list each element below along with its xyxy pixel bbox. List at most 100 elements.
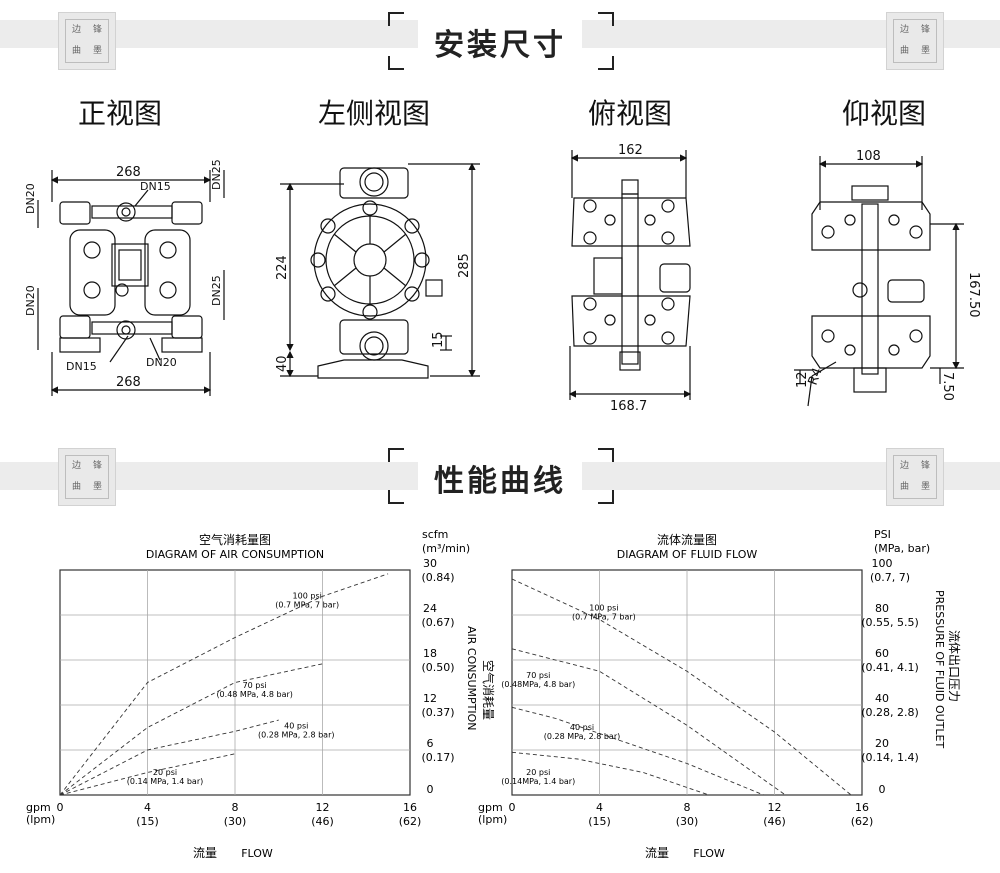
top-view-title: 俯视图 bbox=[588, 97, 673, 130]
y-tick-label-alt: (0.7, 7) bbox=[870, 571, 910, 584]
x-tick-label: 12 bbox=[768, 801, 782, 814]
y-tick-label-alt: (0.41, 4.1) bbox=[861, 661, 919, 674]
y-tick-label: 18 bbox=[423, 647, 437, 660]
dim-bottom-12: 12 bbox=[795, 371, 810, 388]
series-line bbox=[511, 648, 786, 796]
x-tick-label-lpm: (30) bbox=[676, 815, 699, 828]
side-view-title: 左侧视图 bbox=[318, 97, 431, 130]
dim-front-dn15-top: DN15 bbox=[140, 180, 171, 193]
y-tick-label: 12 bbox=[423, 692, 437, 705]
x-label-cn: 流量 bbox=[193, 846, 217, 860]
series-label-sub: (0.7 MPa, 7 bar) bbox=[572, 613, 636, 622]
x-tick-label-lpm: (62) bbox=[399, 815, 422, 828]
series-label-sub: (0.7 MPa, 7 bar) bbox=[275, 601, 339, 610]
bottom-view-title: 仰视图 bbox=[842, 97, 927, 130]
x-unit-bottom: (lpm) bbox=[26, 813, 55, 826]
y-label-cn: 流体出口压力 bbox=[947, 630, 961, 702]
series-label-sub: (0.28 MPa, 2.8 bar) bbox=[544, 732, 621, 741]
dim-front-dn25-right-bottom: DN25 bbox=[210, 275, 223, 306]
y-label: PRESSURE OF FLUID OUTLET bbox=[933, 590, 946, 748]
y-unit-bottom: (m³/min) bbox=[422, 542, 470, 555]
x-tick-label-lpm: (46) bbox=[311, 815, 334, 828]
dim-top-1687: 168.7 bbox=[610, 399, 647, 410]
x-tick-label-lpm: (15) bbox=[588, 815, 611, 828]
series-line bbox=[511, 751, 710, 796]
chart-title: 空气消耗量图 bbox=[199, 532, 271, 547]
series-line bbox=[59, 573, 389, 796]
chart-subtitle: DIAGRAM OF FLUID FLOW bbox=[617, 548, 758, 561]
series-label: 20 psi bbox=[526, 768, 550, 777]
dim-side-15: 15 bbox=[431, 331, 446, 348]
x-tick-label: 16 bbox=[855, 801, 869, 814]
x-tick-label-lpm: (46) bbox=[763, 815, 786, 828]
x-tick-label-lpm: (15) bbox=[136, 815, 159, 828]
series-label: 100 psi bbox=[589, 604, 618, 613]
x-label: FLOW bbox=[241, 847, 273, 860]
bracket-bl bbox=[388, 56, 404, 70]
front-view-drawing bbox=[37, 170, 225, 396]
y-tick-label-alt: (0.84) bbox=[421, 571, 454, 584]
y-tick-label-alt: (0.50) bbox=[421, 661, 454, 674]
y-label-cn: 空气消耗量 bbox=[481, 660, 496, 720]
side-view-drawing bbox=[280, 162, 480, 379]
series-label: 70 psi bbox=[526, 671, 550, 680]
series-label: 100 psi bbox=[293, 592, 322, 601]
dim-front-bottom-width: 268 bbox=[116, 375, 141, 390]
series-line bbox=[59, 719, 279, 796]
series-label: 70 psi bbox=[243, 681, 267, 690]
x-label-cn: 流量 bbox=[645, 846, 669, 860]
series-label: 40 psi bbox=[284, 721, 308, 730]
series-label-sub: (0.14MPa, 1.4 bar) bbox=[501, 777, 575, 786]
seal-badge-right-1: 边锋曲墨 bbox=[886, 12, 944, 70]
bracket2-br bbox=[598, 490, 614, 504]
bracket2-tr bbox=[598, 448, 614, 462]
x-unit-top: gpm bbox=[26, 801, 51, 814]
dim-side-224: 224 bbox=[275, 255, 290, 280]
series-label: 20 psi bbox=[153, 768, 177, 777]
series-label-sub: (0.48 MPa, 4.8 bar) bbox=[216, 690, 293, 699]
bracket2-tl bbox=[388, 448, 404, 462]
section-title-dimensions: 安装尺寸 bbox=[418, 20, 582, 64]
x-tick-label: 8 bbox=[684, 801, 691, 814]
bracket-br bbox=[598, 56, 614, 70]
series-label-sub: (0.14 MPa, 1.4 bar) bbox=[127, 777, 204, 786]
y-tick-label-alt: (0.28, 2.8) bbox=[861, 706, 919, 719]
x-tick-label-lpm: (30) bbox=[224, 815, 247, 828]
bottom-view-drawing bbox=[794, 156, 964, 407]
y-unit-top: PSI bbox=[874, 528, 891, 541]
seal-badge-left-2: 边锋曲墨 bbox=[58, 448, 116, 506]
y-tick-label: 6 bbox=[427, 737, 434, 750]
x-tick-label-lpm: (62) bbox=[851, 815, 874, 828]
x-tick-label: 16 bbox=[403, 801, 417, 814]
series-line bbox=[59, 753, 236, 796]
y-tick-label-alt: (0.37) bbox=[421, 706, 454, 719]
y-unit-top: scfm bbox=[422, 528, 448, 541]
y-tick-label: 100 bbox=[872, 557, 893, 570]
series-label: 40 psi bbox=[570, 723, 594, 732]
y-tick-label-alt: (0.17) bbox=[421, 751, 454, 764]
y-tick-label: 0 bbox=[879, 783, 886, 796]
bracket-tl bbox=[388, 12, 404, 26]
dim-bottom-r4: R4 bbox=[806, 366, 826, 387]
x-tick-label: 4 bbox=[144, 801, 151, 814]
series-label-sub: (0.28 MPa, 2.8 bar) bbox=[258, 730, 335, 739]
seal-badge-right-2: 边锋曲墨 bbox=[886, 448, 944, 506]
y-unit-bottom: (MPa, bar) bbox=[874, 542, 930, 555]
y-tick-label: 40 bbox=[875, 692, 889, 705]
dim-bottom-16750: 167.50 bbox=[966, 272, 981, 318]
dim-front-dn15-bottom: DN15 bbox=[66, 360, 97, 373]
y-tick-label: 24 bbox=[423, 602, 437, 615]
dim-front-dn20-left-bottom: DN20 bbox=[24, 285, 37, 316]
x-unit-bottom: (lpm) bbox=[478, 813, 507, 826]
y-tick-label-alt: (0.14, 1.4) bbox=[861, 751, 919, 764]
y-tick-label-alt: (0.55, 5.5) bbox=[861, 616, 919, 629]
series-label-sub: (0.48MPa, 4.8 bar) bbox=[501, 680, 575, 689]
seal-badge-left-1: 边锋曲墨 bbox=[58, 12, 116, 70]
bracket-tr bbox=[598, 12, 614, 26]
chart-title: 流体流量图 bbox=[657, 533, 717, 547]
y-label: AIR CONSUMPTION bbox=[465, 626, 478, 730]
dim-front-top-width: 268 bbox=[116, 165, 141, 180]
y-tick-label: 60 bbox=[875, 647, 889, 660]
dim-side-285: 285 bbox=[457, 253, 472, 278]
